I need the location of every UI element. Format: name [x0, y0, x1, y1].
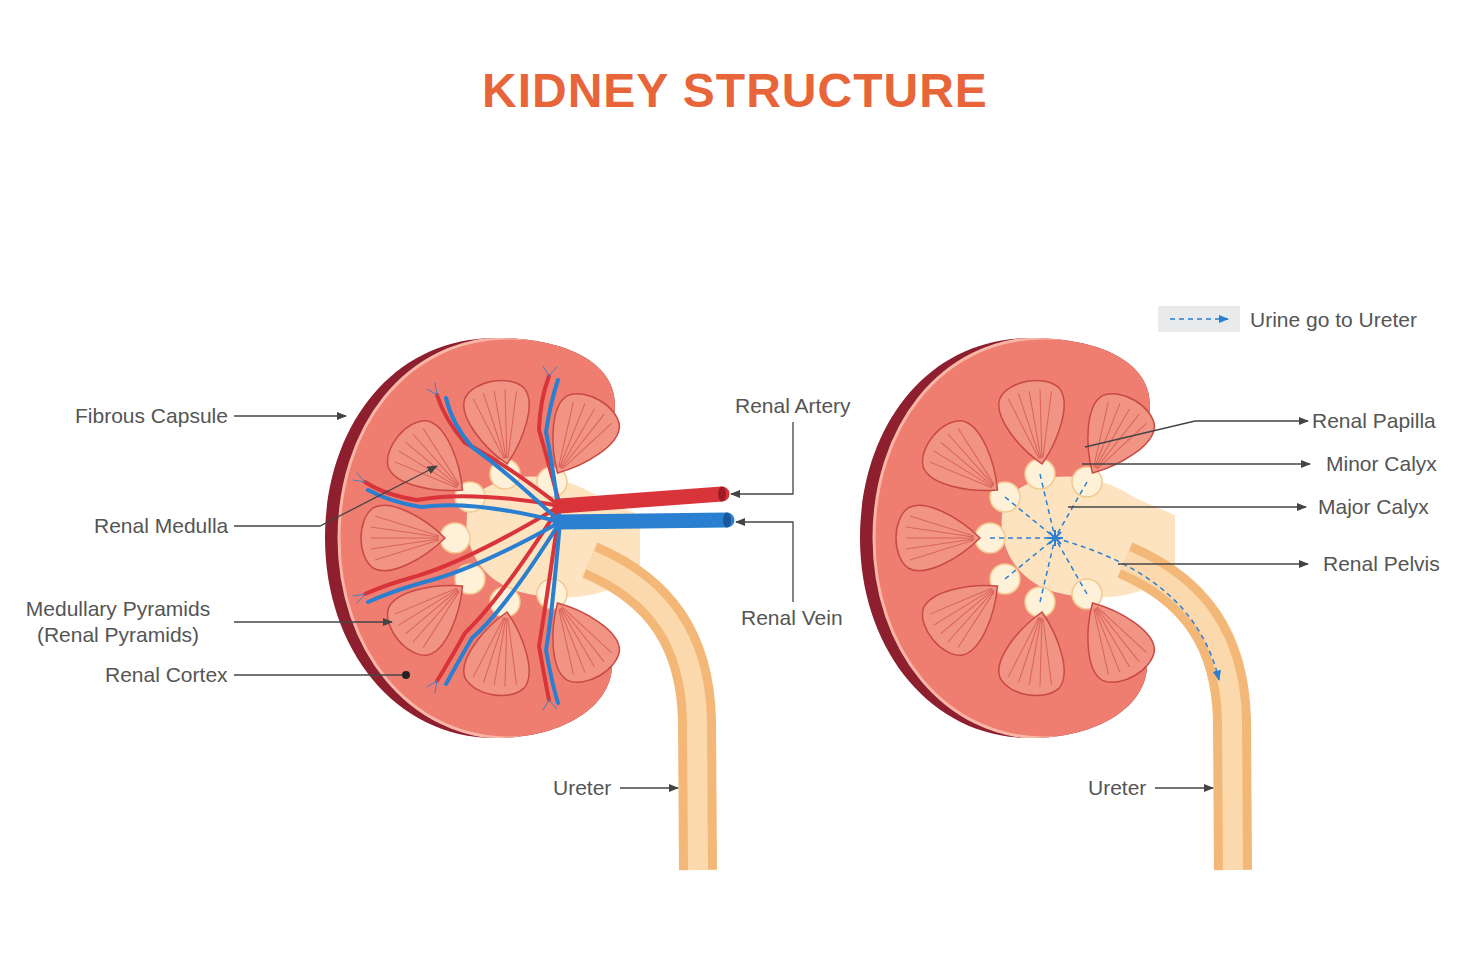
part-label: Renal Medulla — [94, 513, 228, 539]
part-label: Major Calyx — [1318, 494, 1429, 520]
left-kidney — [300, 320, 731, 870]
part-label: Renal Cortex — [105, 662, 228, 688]
part-label: Renal Artery — [735, 393, 851, 419]
legend-sample — [1158, 306, 1240, 332]
part-label: Ureter — [1088, 775, 1146, 801]
part-label: Renal Pelvis — [1323, 551, 1440, 577]
legend-text: Urine go to Ureter — [1250, 307, 1417, 333]
leader-dot — [402, 671, 410, 679]
leader-lines — [234, 416, 1310, 788]
part-label: Ureter — [553, 775, 611, 801]
right-kidney — [835, 320, 1233, 870]
part-label: Fibrous Capsule — [75, 403, 228, 429]
diagram-title: KIDNEY STRUCTURE — [482, 63, 988, 118]
part-label: Medullary Pyramids (Renal Pyramids) — [8, 596, 228, 649]
part-label: Renal Vein — [741, 605, 843, 631]
part-label: Minor Calyx — [1326, 451, 1437, 477]
part-label: Renal Papilla — [1312, 408, 1436, 434]
